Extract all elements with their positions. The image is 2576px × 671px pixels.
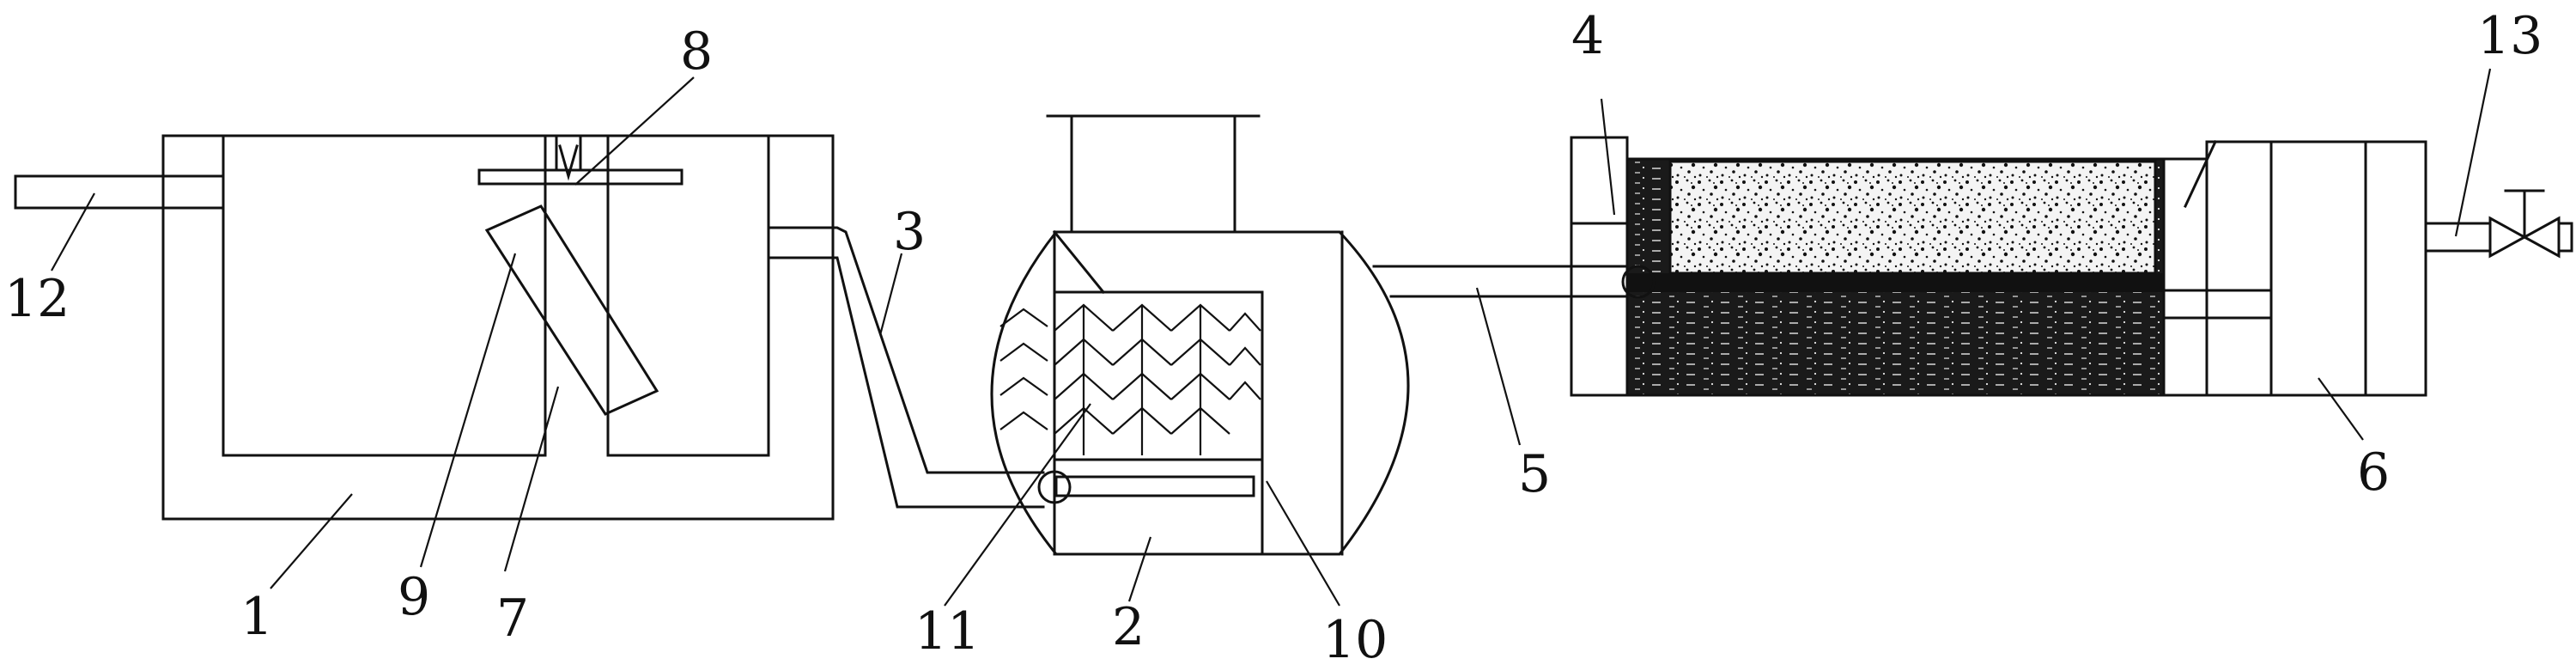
pipe-3 xyxy=(767,226,1045,509)
label-1: 1 xyxy=(240,587,273,647)
label-11: 11 xyxy=(914,601,980,662)
label-4: 4 xyxy=(1571,6,1604,66)
label-7: 7 xyxy=(496,589,529,649)
label-5: 5 xyxy=(1518,444,1551,504)
label-10: 10 xyxy=(1322,610,1388,670)
filter-tank xyxy=(1570,136,2427,397)
label-2: 2 xyxy=(1112,597,1145,657)
inclined-plate-9 xyxy=(484,204,659,416)
labels: 1 2 3 4 5 6 7 8 9 10 11 12 13 xyxy=(4,6,2543,670)
label-3: 3 xyxy=(893,202,926,262)
label-13: 13 xyxy=(2477,6,2543,66)
label-8: 8 xyxy=(680,21,713,82)
label-9: 9 xyxy=(398,567,430,627)
leader-lines xyxy=(51,68,2492,607)
outlet-13 xyxy=(2424,189,2573,259)
inlet-pipe-12 xyxy=(14,174,225,210)
label-6: 6 xyxy=(2357,442,2390,503)
tank-1 xyxy=(161,134,835,521)
tank-2 xyxy=(990,114,1410,556)
pipe-5 xyxy=(1372,265,1633,298)
label-12: 12 xyxy=(4,269,70,329)
weir-8 xyxy=(477,134,683,186)
